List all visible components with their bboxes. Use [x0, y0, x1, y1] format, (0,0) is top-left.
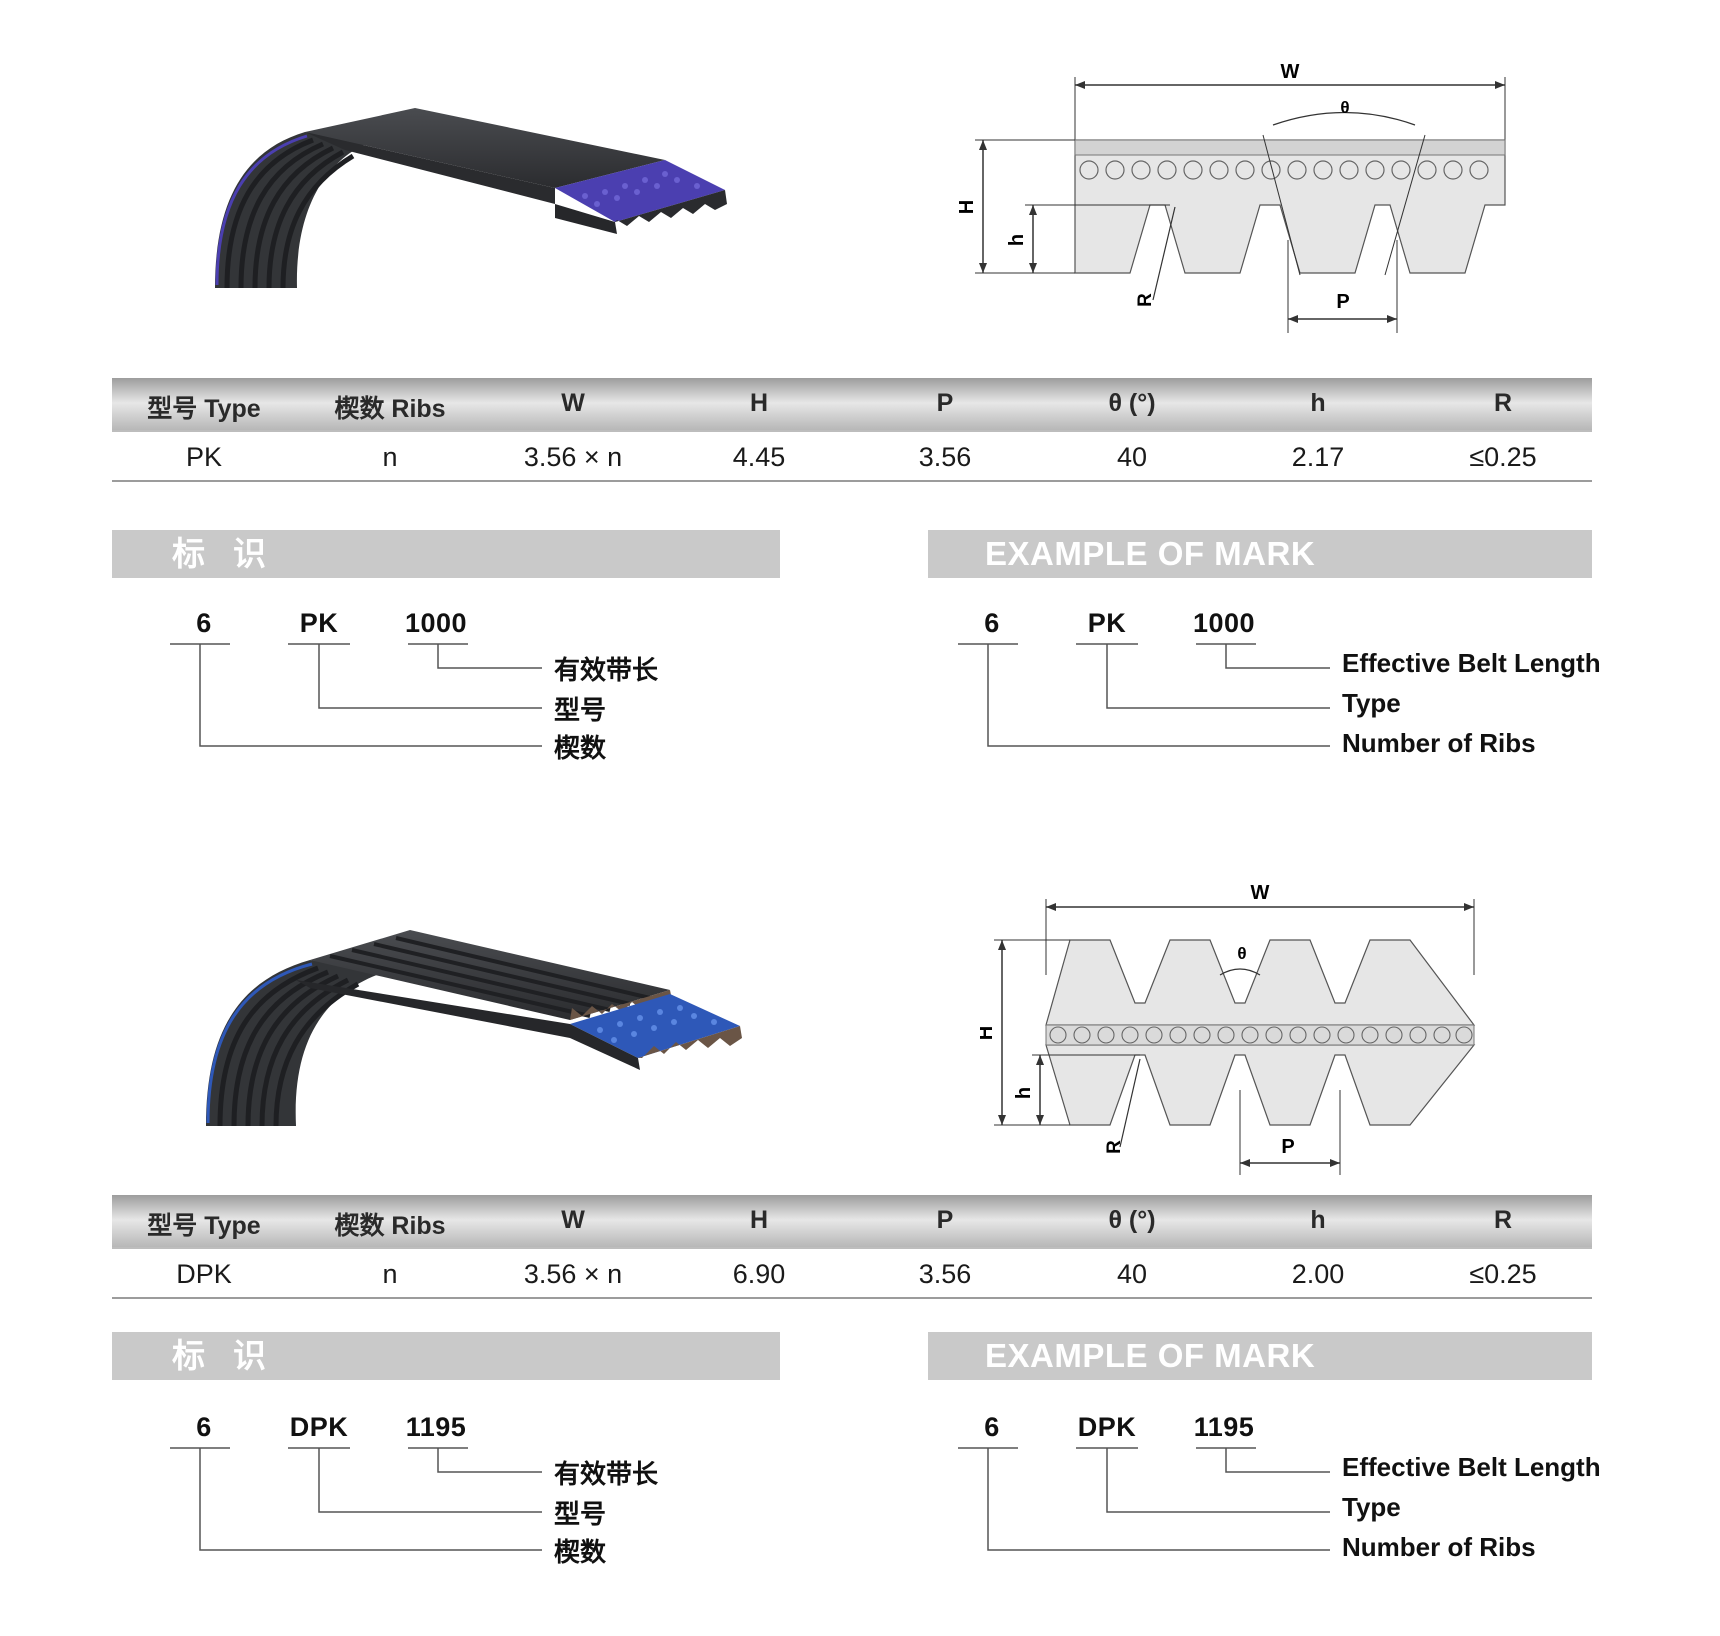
- mark-label-ribs: 楔数: [554, 1537, 607, 1567]
- value-w: 3.56 × n: [523, 1259, 623, 1289]
- mark-label-ribs: 楔数: [554, 733, 607, 763]
- mark-code-ribs: 6: [984, 1412, 1000, 1442]
- header-w: W: [561, 1206, 585, 1234]
- mark-code-length: 1000: [404, 608, 468, 638]
- mark-label-type: Type: [1342, 688, 1401, 718]
- mark-code-length: 1195: [1193, 1412, 1255, 1442]
- dpk-dim-h-lower: h: [1013, 1087, 1035, 1099]
- mark-code-ribs: 6: [196, 608, 212, 638]
- value-type: PK: [185, 442, 223, 472]
- pk-section: W θ H h R P 型号 Type: [0, 0, 1720, 810]
- header-h-lower: h: [1310, 389, 1326, 417]
- mark-label-length: 有效带长: [554, 655, 659, 685]
- pk-dim-w: W: [1281, 61, 1300, 83]
- mark-label-length: Effective Belt Length: [1342, 1452, 1601, 1482]
- dpk-profile-diagram: W θ H h R P: [980, 882, 1476, 1175]
- value-p: 3.56: [918, 1259, 972, 1289]
- value-theta: 40: [1116, 1259, 1148, 1289]
- dpk-dim-p: P: [1281, 1136, 1294, 1158]
- table-header-bar: [112, 1195, 1592, 1247]
- header-p: P: [936, 1206, 954, 1234]
- mark-code-type: PK: [299, 608, 339, 638]
- pk-mark-cn: 6 PK 1000 有效带长 型号 楔数: [112, 608, 832, 788]
- value-h-lower: 2.00: [1291, 1259, 1345, 1289]
- value-p: 3.56: [918, 442, 972, 472]
- value-type: DPK: [176, 1259, 232, 1289]
- header-ribs: 楔数 Ribs: [334, 395, 446, 423]
- header-type: 型号 Type: [147, 395, 261, 423]
- header-w: W: [561, 389, 585, 417]
- value-theta: 40: [1116, 442, 1148, 472]
- mark-code-length: 1195: [405, 1412, 467, 1442]
- mark-label-ribs: Number of Ribs: [1342, 1532, 1536, 1562]
- pk-spec-table: 型号 Type 楔数 Ribs W H P θ (°) h R PK n 3.5…: [112, 378, 1592, 484]
- header-theta: θ (°): [1108, 389, 1156, 417]
- mark-code-ribs: 6: [984, 608, 1000, 638]
- header-type: 型号 Type: [147, 1212, 261, 1240]
- mark-leader-lines: [958, 643, 1330, 747]
- dpk-mark-en: 6 DPK 1195 Effective Belt Length Type Nu…: [900, 1412, 1620, 1592]
- dpk-belt-illustration: [206, 930, 742, 1127]
- mark-label-length: Effective Belt Length: [1342, 648, 1601, 678]
- mark-code-type: DPK: [1077, 1412, 1137, 1442]
- dpk-mark-cn: 6 DPK 1195 有效带长 型号 楔数: [112, 1412, 832, 1592]
- header-p: P: [936, 389, 954, 417]
- header-h-lower: h: [1310, 1206, 1326, 1234]
- table-header-bar: [112, 378, 1592, 430]
- value-r: ≤0.25: [1469, 1259, 1537, 1289]
- value-h-upper: 4.45: [732, 442, 786, 472]
- dpk-dim-w: W: [1251, 882, 1270, 904]
- header-ribs: 楔数 Ribs: [334, 1212, 446, 1240]
- header-theta: θ (°): [1108, 1206, 1156, 1234]
- value-h-upper: 6.90: [732, 1259, 786, 1289]
- mark-leader-lines: [958, 1447, 1330, 1551]
- header-r: R: [1493, 1206, 1513, 1234]
- mark-leader-lines: [170, 643, 542, 747]
- mark-code-type: PK: [1087, 608, 1127, 638]
- pk-profile-diagram: W θ H h R P: [956, 61, 1506, 333]
- mark-label-type: 型号: [554, 1499, 607, 1529]
- dpk-spec-table: 型号 Type 楔数 Ribs W H P θ (°) h R DPK n 3.…: [112, 1195, 1592, 1301]
- pk-dim-p: P: [1336, 291, 1349, 313]
- pk-belt-illustration: [215, 108, 727, 289]
- mark-title-en: EXAMPLE OF MARK: [928, 530, 1592, 578]
- header-r: R: [1493, 389, 1513, 417]
- mark-title-cn: 标识: [112, 530, 780, 578]
- mark-title-cn: 标识: [112, 1332, 780, 1380]
- mark-leader-lines: [170, 1447, 542, 1551]
- pk-dim-h-lower: h: [1006, 234, 1028, 246]
- value-r: ≤0.25: [1469, 442, 1537, 472]
- value-w: 3.56 × n: [523, 442, 623, 472]
- header-h-upper: H: [749, 1206, 769, 1234]
- pk-dim-theta: θ: [1340, 98, 1349, 117]
- mark-label-ribs: Number of Ribs: [1342, 728, 1536, 758]
- mark-label-length: 有效带长: [554, 1459, 659, 1489]
- pk-dim-r: R: [1135, 293, 1156, 307]
- dpk-dim-h-upper: H: [980, 1026, 997, 1040]
- dpk-dim-r: R: [1104, 1140, 1125, 1154]
- pk-dim-h-upper: H: [956, 200, 978, 214]
- header-h-upper: H: [749, 389, 769, 417]
- mark-title-en: EXAMPLE OF MARK: [928, 1332, 1592, 1380]
- mark-code-ribs: 6: [196, 1412, 212, 1442]
- value-ribs: n: [382, 442, 398, 472]
- dpk-dim-theta: θ: [1237, 944, 1246, 963]
- pk-mark-en: 6 PK 1000 Effective Belt Length Type Num…: [900, 608, 1620, 788]
- mark-label-type: Type: [1342, 1492, 1401, 1522]
- mark-code-type: DPK: [289, 1412, 349, 1442]
- value-h-lower: 2.17: [1291, 442, 1345, 472]
- dpk-section: W θ H h R P 型号 Type: [0, 820, 1720, 1636]
- mark-label-type: 型号: [554, 695, 607, 725]
- mark-code-length: 1000: [1192, 608, 1256, 638]
- value-ribs: n: [382, 1259, 398, 1289]
